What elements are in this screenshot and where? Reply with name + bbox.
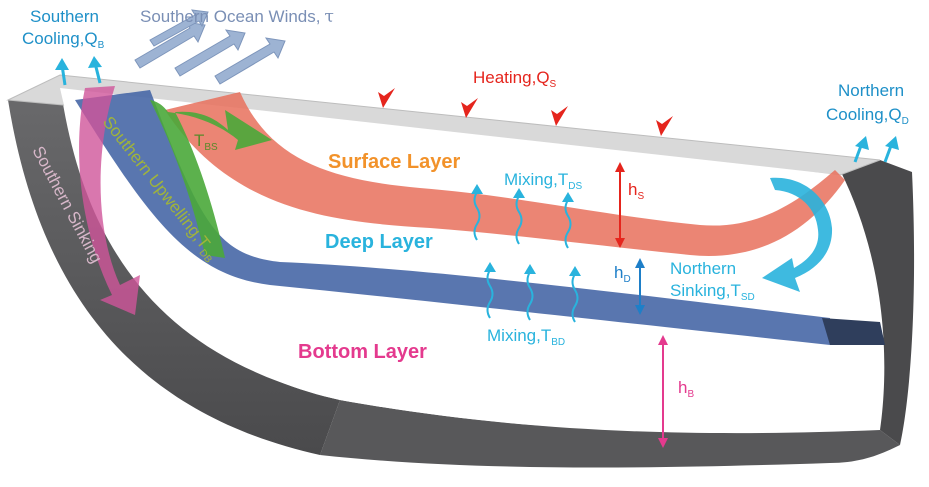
heating-label: Heating,QS bbox=[473, 68, 557, 90]
surface-flow-band bbox=[165, 92, 845, 256]
basin-bottom-wall bbox=[320, 400, 900, 468]
h-d-arrow bbox=[635, 258, 645, 315]
southern-winds-label: Southern Ocean Winds,τ bbox=[140, 7, 334, 27]
mixing-ds-arrows bbox=[473, 191, 572, 249]
basin-left-wall bbox=[8, 85, 340, 455]
heating-arrows bbox=[378, 88, 673, 136]
southern-cooling-label: Southern Cooling,QB bbox=[22, 7, 105, 51]
t-bs-label: TBS bbox=[194, 131, 218, 153]
deep-flow-end bbox=[822, 318, 885, 345]
northern-sinking-label: Northern Sinking,TSD bbox=[670, 259, 755, 303]
mixing-bd-label: Mixing,TBD bbox=[487, 326, 565, 348]
southern-cooling-arrows bbox=[55, 56, 102, 86]
mixing-bd-heads bbox=[484, 262, 581, 276]
surface-layer-label: Surface Layer bbox=[328, 151, 461, 173]
h-d-label: hD bbox=[614, 263, 631, 285]
h-s-label: hS bbox=[628, 180, 644, 202]
sinking-pink-flow bbox=[79, 86, 140, 315]
deep-flow-band bbox=[75, 90, 830, 345]
northern-cooling-label: Northern Cooling,QD bbox=[826, 81, 909, 127]
basin-right-wall bbox=[840, 160, 915, 445]
mixing-ds-label: Mixing,TDS bbox=[504, 170, 582, 192]
northern-sinking-arrow bbox=[762, 177, 833, 292]
upwelling-green-flow bbox=[150, 100, 272, 258]
wind-arrows bbox=[134, 9, 286, 85]
bottom-layer-label: Bottom Layer bbox=[298, 341, 427, 363]
h-b-arrow bbox=[658, 335, 668, 448]
h-s-arrow bbox=[615, 162, 625, 248]
h-b-label: hB bbox=[678, 378, 694, 400]
northern-cooling-arrows bbox=[853, 136, 899, 163]
mixing-bd-arrows bbox=[486, 269, 579, 323]
deep-layer-label: Deep Layer bbox=[325, 231, 433, 253]
mixing-ds-heads bbox=[471, 184, 574, 202]
